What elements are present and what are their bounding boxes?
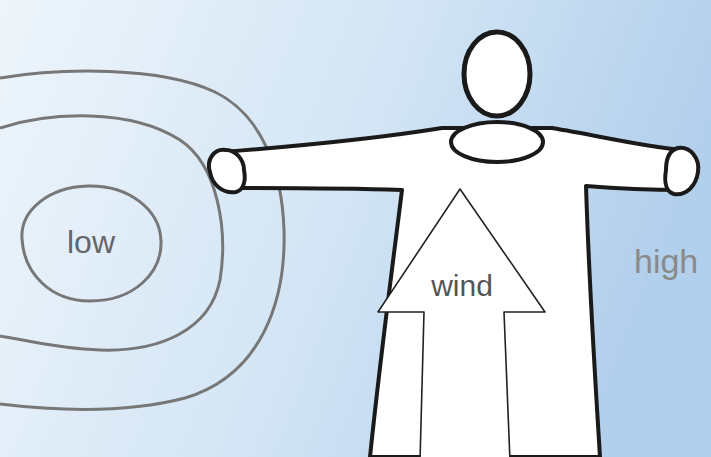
person-collar bbox=[451, 122, 543, 162]
wind-arrow-outline bbox=[372, 186, 552, 457]
isobar-line bbox=[0, 116, 223, 350]
person-hand bbox=[209, 150, 245, 192]
low-pressure-center: low bbox=[18, 181, 164, 305]
high-pressure-label: high bbox=[634, 244, 698, 278]
person-hand bbox=[665, 148, 698, 194]
isobar-line bbox=[0, 71, 284, 410]
wind-arrow: wind bbox=[372, 186, 552, 457]
low-pressure-center-shape bbox=[22, 186, 161, 301]
wind-arrow-shape bbox=[378, 189, 545, 457]
node-text: wind bbox=[431, 271, 493, 301]
person-head bbox=[464, 32, 530, 116]
node-text: low bbox=[67, 226, 115, 258]
